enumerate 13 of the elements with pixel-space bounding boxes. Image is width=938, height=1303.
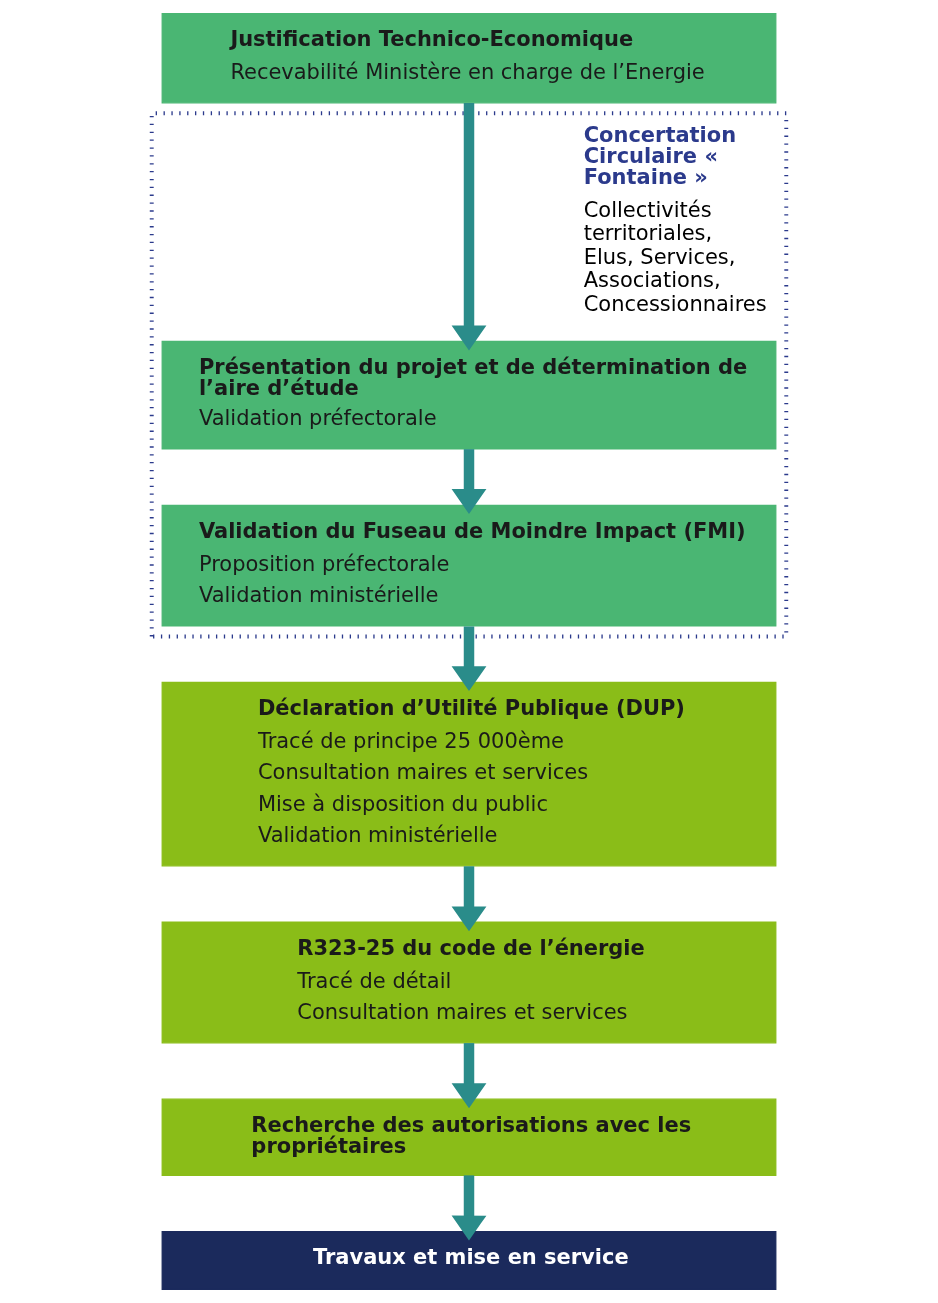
node-box: Validation du Fuseau de Moindre Impact (FMI) Proposition préfectorale Validation ministérielle	[161, 504, 777, 627]
arrow	[451, 1043, 487, 1109]
arrow	[451, 1175, 487, 1241]
arrow	[451, 449, 487, 514]
node-box: Recherche des autorisations avec les propriétaires	[161, 1098, 777, 1176]
arrow	[451, 102, 487, 351]
node-box: Déclaration d’Utilité Publique (DUP) Tracé de principe 25 000ème Consultation maires et services Mise à disposition du public Validation ministérielle	[161, 681, 777, 867]
node-box: Présentation du projet et de détermination de l’aire d’étude Validation préfectorale	[161, 340, 777, 450]
node-box: Justification Technico-Economique Recevabilité Ministère en charge de l’Energie	[161, 13, 777, 104]
node-box: R323-25 du code de l’énergie Tracé de détail Consultation maires et services	[161, 921, 777, 1044]
node-box: Travaux et mise en service	[161, 1230, 777, 1290]
arrow	[451, 866, 487, 932]
arrow	[451, 626, 487, 692]
